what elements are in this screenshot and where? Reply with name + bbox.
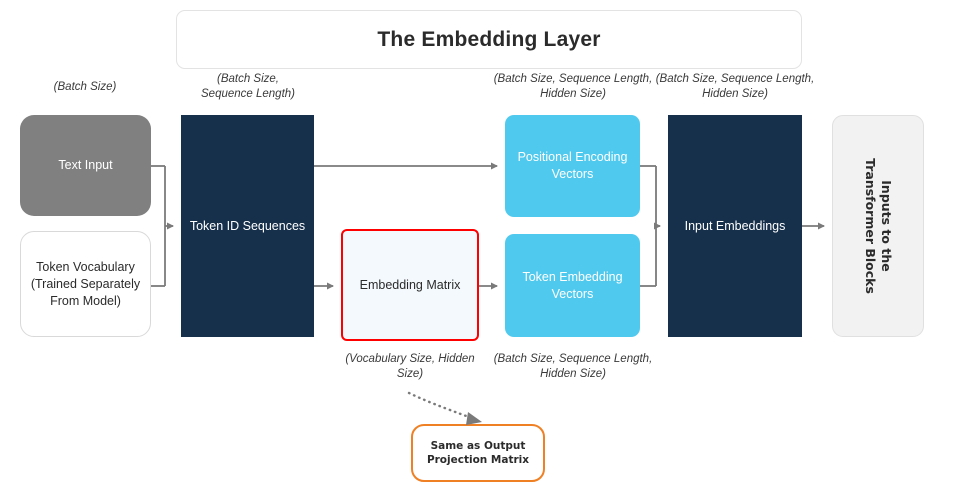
dim-label-embedding-matrix: (Vocabulary Size, Hidden Size)	[345, 353, 475, 380]
callout-line-1: Same as Output	[430, 440, 526, 452]
node-input-embeddings[interactable]: Input Embeddings	[668, 115, 802, 337]
wire-dotted-callout	[407, 391, 476, 421]
node-text-input-label: Text Input	[58, 158, 113, 172]
node-positional-encoding-label: Positional Encoding Vectors	[517, 150, 628, 181]
node-token-embedding-vectors[interactable]: Token Embedding Vectors	[505, 234, 640, 337]
node-token-id-sequences-label: Token ID Sequences	[189, 218, 306, 233]
node-embedding-matrix[interactable]: Embedding Matrix	[341, 229, 479, 341]
dim-label-token-ids: (Batch Size, Sequence Length)	[201, 73, 295, 100]
callout-line-2: Projection Matrix	[426, 454, 530, 466]
node-token-id-sequences[interactable]: Token ID Sequences	[181, 115, 314, 337]
transformer-inputs-line-2: Transformer Blocks	[863, 158, 878, 294]
dim-label-input-embeddings: (Batch Size, Sequence Length, Hidden Siz…	[655, 73, 815, 100]
transformer-inputs-line-1: Inputs to the	[879, 180, 894, 272]
dim-label-positional: (Batch Size, Sequence Length, Hidden Siz…	[493, 73, 653, 100]
node-text-input[interactable]: Text Input	[20, 115, 151, 216]
page-title: The Embedding Layer	[377, 27, 601, 51]
node-token-vocabulary-label: Token Vocabulary (Trained Separately Fro…	[30, 259, 141, 308]
dim-label-text-input: (Batch Size)	[53, 81, 117, 93]
node-positional-encoding[interactable]: Positional Encoding Vectors	[505, 115, 640, 217]
node-embedding-matrix-label: Embedding Matrix	[359, 277, 461, 292]
node-token-vocabulary[interactable]: Token Vocabulary (Trained Separately Fro…	[20, 231, 151, 337]
diagram-title-box: The Embedding Layer	[176, 10, 802, 69]
node-token-embedding-vectors-label: Token Embedding Vectors	[522, 269, 623, 301]
node-input-embeddings-label: Input Embeddings	[684, 218, 786, 233]
dim-label-token-embeddings: (Batch Size, Sequence Length, Hidden Siz…	[493, 353, 653, 380]
